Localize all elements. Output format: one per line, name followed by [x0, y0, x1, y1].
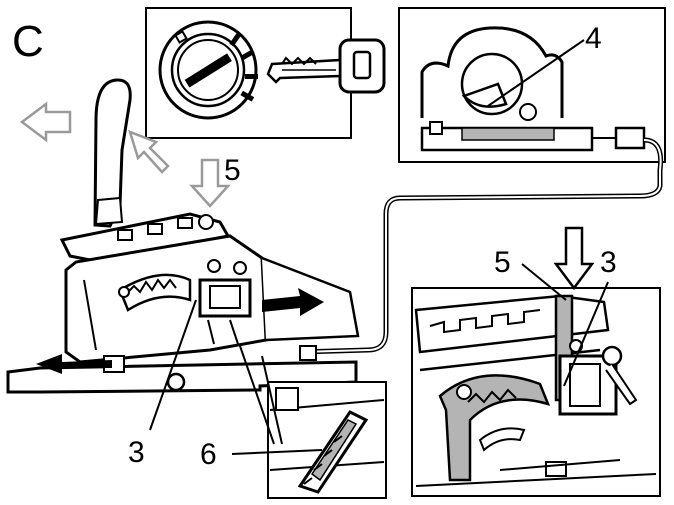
key-icon — [266, 38, 386, 94]
callout-3-left: 3 — [128, 436, 145, 469]
detail-6-inset — [267, 381, 387, 499]
outline-arrow-down — [189, 158, 231, 208]
callout-5-top: 5 — [224, 154, 241, 187]
lock-mechanism-inset: 4 — [398, 7, 666, 163]
callout-6: 6 — [200, 438, 217, 471]
ignition-inset — [145, 7, 386, 139]
callout-3-inset: 3 — [600, 246, 617, 279]
outline-arrow-left — [19, 101, 72, 143]
callout-5-inset: 5 — [494, 246, 511, 279]
panel-letter: C — [12, 17, 44, 66]
outline-arrow-diagonal — [128, 129, 170, 174]
ignition-lock-icon — [158, 20, 258, 120]
solenoid-detail-inset — [411, 226, 661, 497]
callout-4: 4 — [585, 22, 602, 55]
